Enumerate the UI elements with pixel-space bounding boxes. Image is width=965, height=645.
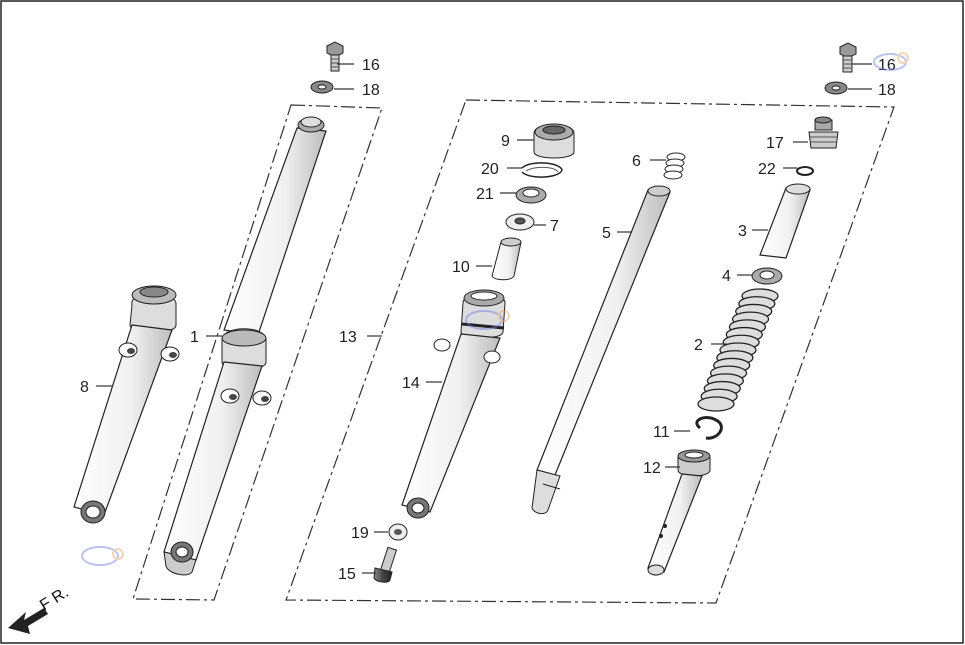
spacer-3 <box>759 183 811 259</box>
callout-16-right: 16 <box>878 57 896 74</box>
seal-21 <box>515 186 547 204</box>
callout-12: 12 <box>643 460 661 477</box>
callout-15: 15 <box>338 566 356 583</box>
washer-4 <box>751 267 783 285</box>
callout-2: 2 <box>694 337 703 354</box>
group-outline-left <box>132 104 383 601</box>
callout-8: 8 <box>80 379 89 396</box>
washer-7 <box>505 213 535 231</box>
washer-18-left <box>310 80 334 94</box>
callout-22: 22 <box>758 161 776 178</box>
front-label: F R. <box>37 584 72 614</box>
callout-18-right: 18 <box>878 82 896 99</box>
fork-slider-14 <box>401 289 506 519</box>
callout-14: 14 <box>402 375 420 392</box>
front-arrow-icon <box>8 608 48 634</box>
leader-lines <box>96 63 872 574</box>
group-outline-right <box>285 99 895 604</box>
callout-20: 20 <box>481 161 499 178</box>
bolt-16-right <box>839 42 857 73</box>
callout-19: 19 <box>351 525 369 542</box>
callout-11: 11 <box>653 424 670 441</box>
callout-9: 9 <box>501 133 510 150</box>
spring-coil <box>697 396 735 412</box>
bushing-10 <box>491 237 522 281</box>
callout-21: 21 <box>476 186 494 203</box>
callout-3: 3 <box>738 223 747 240</box>
cap-9 <box>533 123 575 159</box>
fork-slider-8 <box>73 285 180 524</box>
bolt-16-left <box>326 41 344 72</box>
callout-6: 6 <box>632 153 641 170</box>
callout-17: 17 <box>766 135 784 152</box>
oring-22 <box>796 166 814 176</box>
watermark-logo-icon <box>81 52 909 566</box>
callout-10: 10 <box>452 259 470 276</box>
fork-tube-1 <box>163 116 327 576</box>
callout-18-left: 18 <box>362 82 380 99</box>
front-direction-indicator: F R. <box>8 584 72 634</box>
clip-20 <box>521 162 563 178</box>
callout-1: 1 <box>190 329 199 346</box>
washer-18-right <box>824 81 848 95</box>
callout-16-left: 16 <box>362 57 380 74</box>
callout-4: 4 <box>722 268 731 285</box>
bolt-15 <box>373 546 398 583</box>
circlip-11 <box>695 416 723 440</box>
piston-12 <box>647 449 711 576</box>
damper-rod-5 <box>531 185 671 515</box>
callout-13: 13 <box>339 329 357 346</box>
callout-7: 7 <box>550 218 559 235</box>
callout-labels: 16 18 16 18 1 8 9 20 21 7 10 13 14 6 5 1… <box>80 57 896 583</box>
spring-2 <box>697 288 779 412</box>
spring-6 <box>663 152 686 180</box>
washer-19 <box>388 523 408 541</box>
callout-5: 5 <box>602 225 611 242</box>
adjuster-17 <box>808 116 839 149</box>
